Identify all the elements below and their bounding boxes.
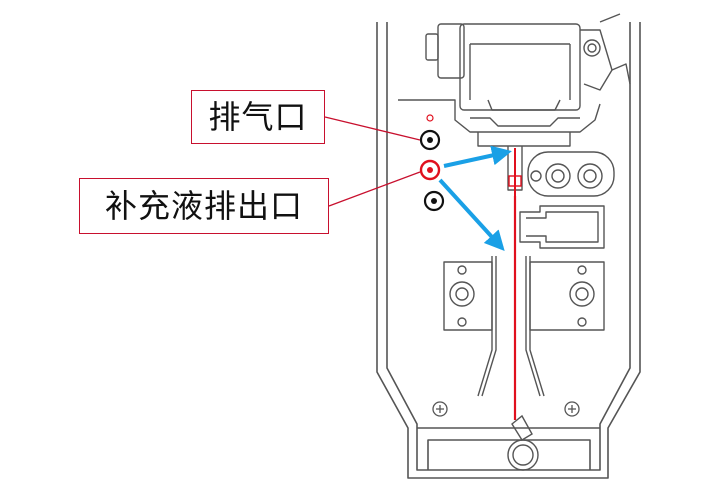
refill-drain-label: 补充液排出口 xyxy=(79,178,329,234)
screw-left xyxy=(432,401,448,417)
vent-label: 排气口 xyxy=(191,90,325,144)
vent-leader-line xyxy=(324,116,421,141)
small-marker-icon xyxy=(426,114,434,122)
housing-outline xyxy=(376,22,641,479)
red-tube-clip xyxy=(508,175,522,187)
refill-drain-port-icon xyxy=(419,159,441,181)
bottom-fitting xyxy=(507,414,539,471)
screw-right xyxy=(564,401,580,417)
middle-bracket xyxy=(519,205,605,249)
flow-arrow-down xyxy=(438,178,505,251)
lower-port-icon xyxy=(423,190,445,212)
drain-leader-line xyxy=(328,171,421,207)
lower-plates xyxy=(443,256,605,397)
top-mechanism xyxy=(398,13,631,197)
flow-arrow-up xyxy=(443,145,512,168)
vent-port-icon xyxy=(419,129,441,151)
